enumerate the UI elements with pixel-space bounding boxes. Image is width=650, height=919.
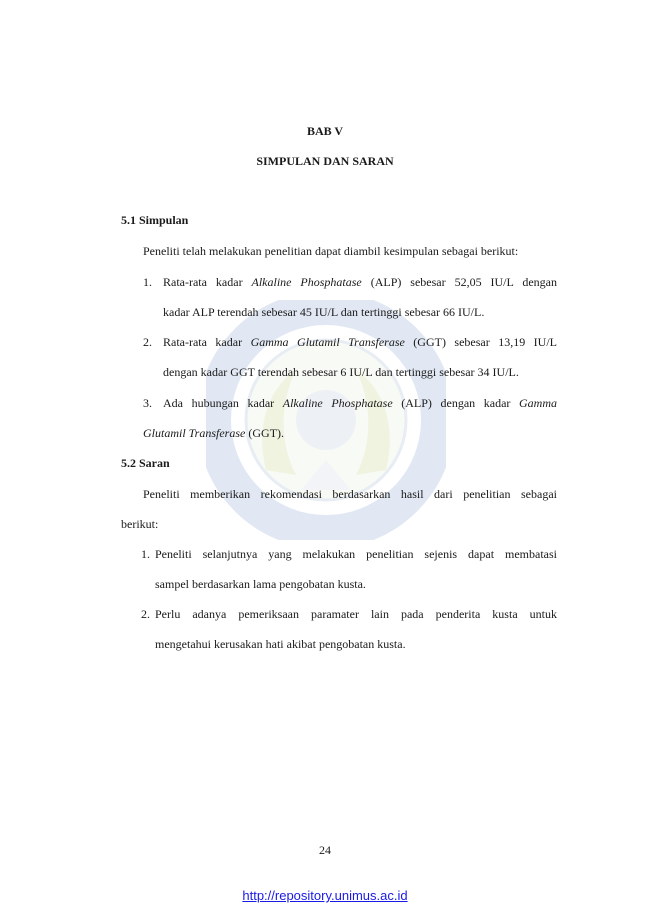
list-item-text: Ada hubungan kadar Alkaline Phosphatase …	[163, 396, 557, 410]
list-number: 2.	[143, 335, 152, 349]
list-number: 3.	[143, 396, 152, 410]
saran-intro: Peneliti memberikan rekomendasi berdasar…	[143, 487, 557, 501]
list-item-text-continued: kadar ALP terendah sebesar 45 IU/L dan t…	[163, 305, 485, 319]
list-number: 1.	[143, 275, 152, 289]
list-item-text-continued: Glutamil Transferase (GGT).	[143, 426, 285, 440]
chapter-number: BAB V	[306, 124, 344, 138]
list-item-text-continued: sampel berdasarkan lama pengobatan kusta…	[155, 577, 366, 591]
list-item-text: Rata-rata kadar Gamma Glutamil Transfera…	[163, 335, 558, 349]
list-item-text-continued: mengetahui kerusakan hati akibat pengoba…	[155, 637, 406, 651]
list-item-text: Peneliti selanjutnya yang melakukan pene…	[155, 547, 557, 561]
simpulan-intro: Peneliti telah melakukan penelitian dapa…	[143, 244, 519, 258]
list-number: 2.	[141, 607, 150, 621]
repository-link[interactable]: http://repository.unimus.ac.id	[242, 888, 408, 903]
list-item-text-continued: dengan kadar GGT terendah sebesar 6 IU/L…	[163, 365, 519, 379]
chapter-title: SIMPULAN DAN SARAN	[256, 154, 394, 168]
university-logo-watermark	[206, 300, 446, 540]
page-number: 24	[319, 843, 331, 857]
list-number: 1.	[141, 547, 150, 561]
saran-intro-continued: berikut:	[121, 517, 159, 531]
section-heading-simpulan: 5.1 Simpulan	[121, 213, 189, 227]
section-heading-saran: 5.2 Saran	[121, 456, 170, 470]
list-item-text: Rata-rata kadar Alkaline Phosphatase (AL…	[163, 275, 557, 289]
list-item-text: Perlu adanya pemeriksaan paramater lain …	[155, 607, 557, 621]
